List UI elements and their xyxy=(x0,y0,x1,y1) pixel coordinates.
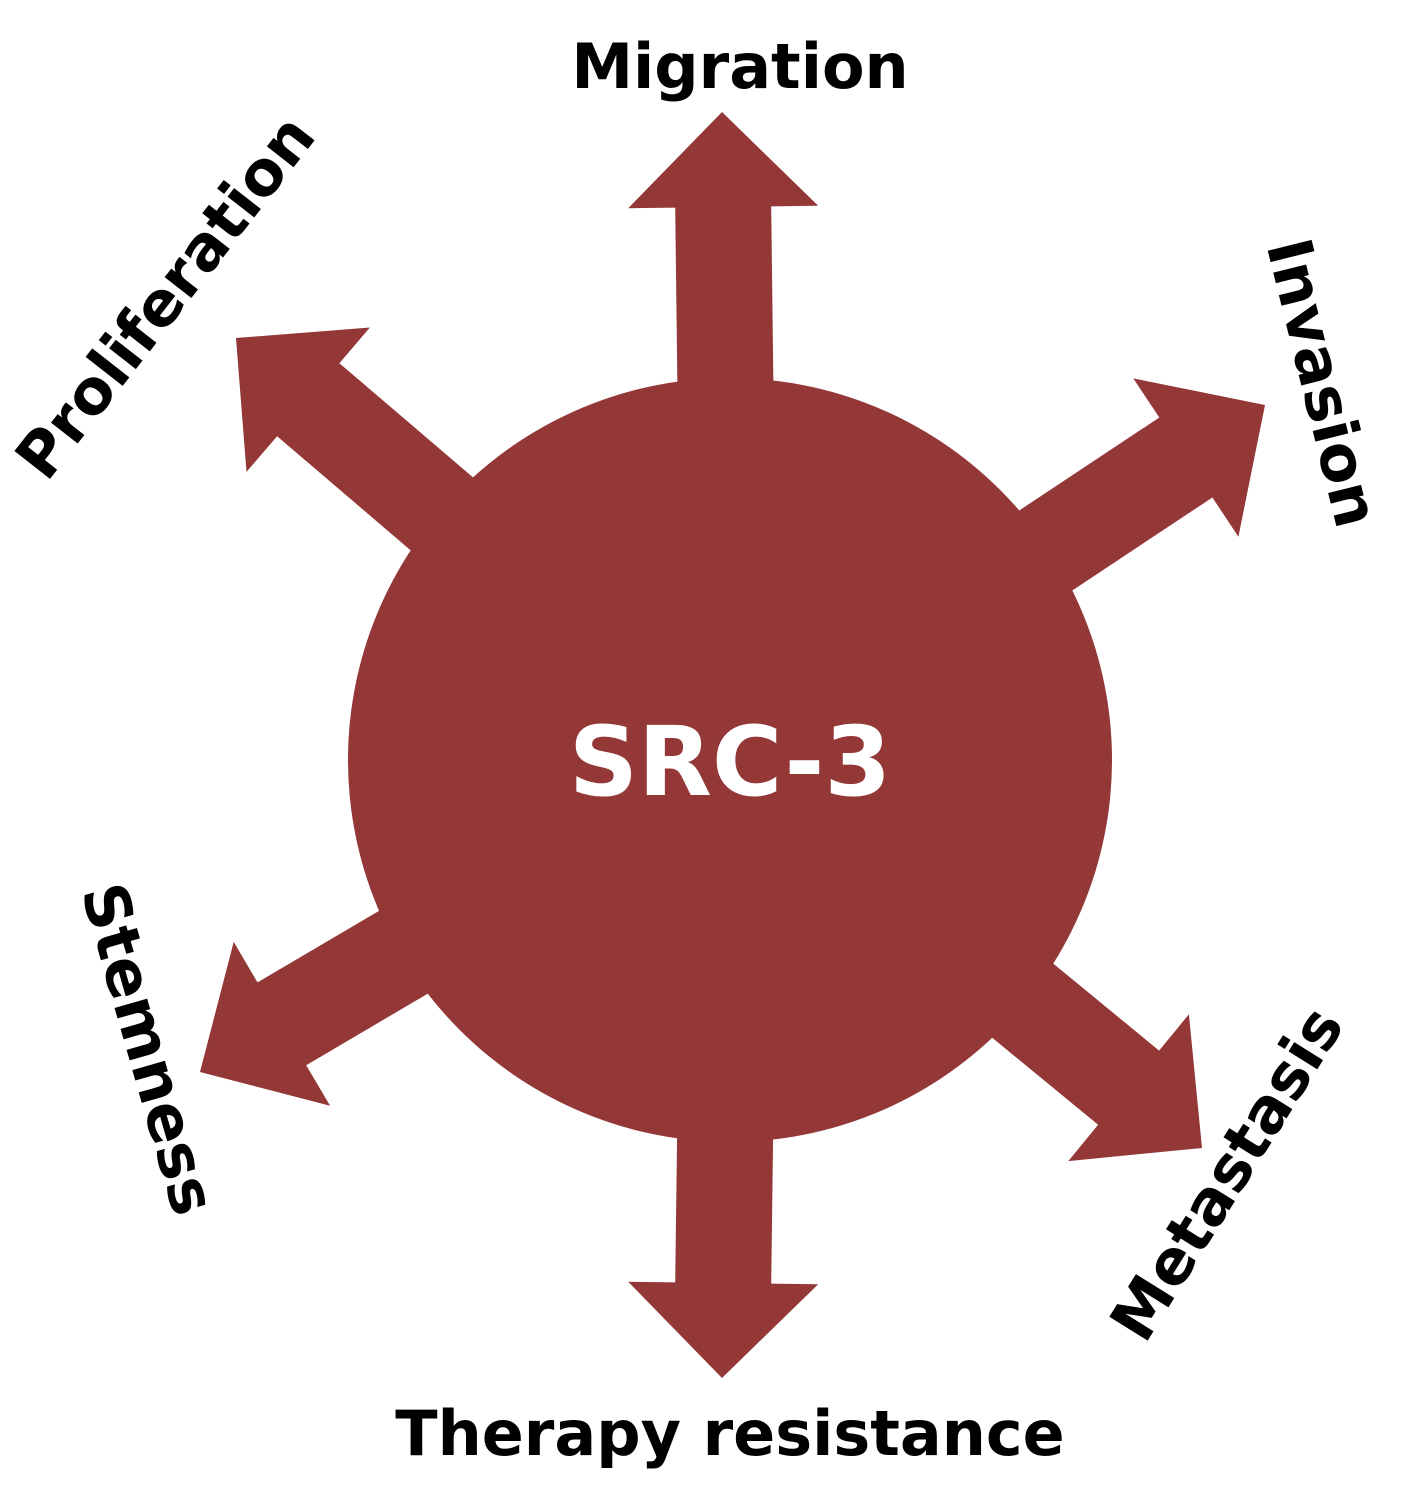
center-label: SRC-3 xyxy=(569,706,891,818)
label-invasion: Invasion xyxy=(1252,231,1394,534)
label-therapy-resistance: Therapy resistance xyxy=(395,1397,1064,1470)
src3-circle xyxy=(348,378,1112,1142)
label-migration: Migration xyxy=(571,30,908,103)
